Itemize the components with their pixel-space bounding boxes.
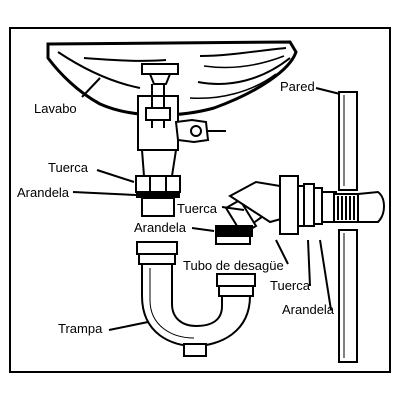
wall: [338, 91, 358, 363]
label-nut-right: Tuerca: [270, 278, 311, 293]
left-washer: [136, 192, 180, 198]
left-pipe-stub: [141, 197, 175, 217]
label-wall: Pared: [280, 79, 315, 94]
sink: [46, 40, 298, 117]
label-washer-mid: Arandela: [134, 220, 187, 235]
label-washer-right: Arandela: [282, 302, 335, 317]
label-sink: Lavabo: [34, 101, 77, 116]
label-drain-pipe: Tubo de desagüe: [183, 258, 284, 273]
leader-lines: [72, 77, 341, 331]
left-nut: [135, 175, 181, 193]
label-washer-left: Arandela: [17, 185, 70, 200]
tailpiece: [137, 84, 226, 177]
label-nut-mid: Tuerca: [177, 201, 218, 216]
label-trap: Trampa: [58, 321, 103, 336]
drain-pipe: [215, 175, 385, 245]
label-nut-left: Tuerca: [48, 160, 89, 175]
trap: [136, 241, 256, 357]
